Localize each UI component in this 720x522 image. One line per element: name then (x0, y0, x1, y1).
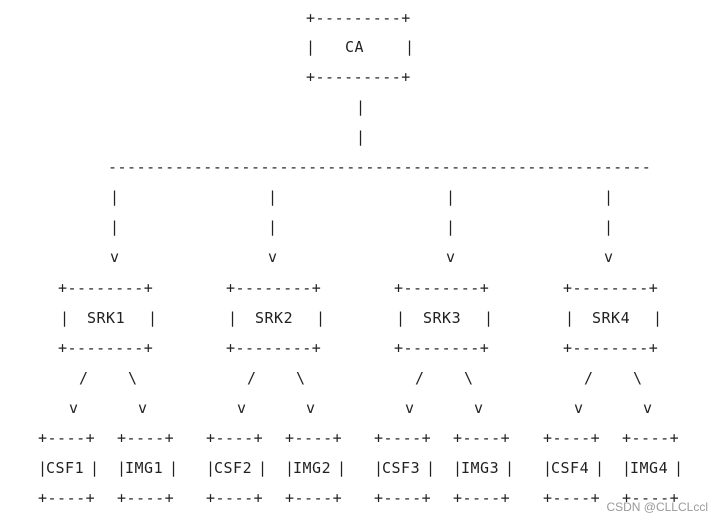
leaf-box-left-edge: | (285, 459, 295, 477)
leaf-box-top: +----+ (622, 429, 680, 447)
leaf-label: IMG2 (293, 459, 332, 477)
srk-box-top: +--------+ (394, 279, 490, 297)
leaf-box-right-edge: | (426, 459, 436, 477)
leaf-box-left-edge: | (453, 459, 463, 477)
leaf-box-right-edge: | (90, 459, 100, 477)
leaf-box-top: +----+ (117, 429, 175, 447)
trunk-connector: | (356, 128, 366, 146)
arrow-head: v (446, 248, 456, 266)
arrow-head: v (237, 399, 247, 417)
leaf-box-left-edge: | (117, 459, 127, 477)
leaf-box-top: +----+ (285, 429, 343, 447)
ca-box-bottom: +---------+ (306, 68, 411, 86)
leaf-box-left-edge: | (206, 459, 216, 477)
leaf-box-bottom: +----+ (543, 489, 601, 507)
ca-label: CA (345, 38, 365, 56)
branch-right: \ (296, 369, 306, 387)
trunk-connector: | (356, 98, 366, 116)
leaf-box-bottom: +----+ (38, 489, 96, 507)
arrow-head: v (138, 399, 148, 417)
srk-box-top: +--------+ (226, 279, 322, 297)
arrow-head: v (474, 399, 484, 417)
leaf-label: IMG1 (125, 459, 164, 477)
leaf-label: IMG3 (461, 459, 500, 477)
arrow-head: v (643, 399, 653, 417)
leaf-box-right-edge: | (595, 459, 605, 477)
arrow-head: v (574, 399, 584, 417)
leaf-box-bottom: +----+ (374, 489, 432, 507)
ca-box-right-edge: | (405, 38, 415, 56)
drop-connector: | (604, 218, 614, 236)
bus-line: ----------------------------------------… (108, 158, 652, 176)
branch-left: / (247, 369, 257, 387)
branch-left: / (584, 369, 594, 387)
leaf-box-bottom: +----+ (622, 489, 680, 507)
srk-label: SRK1 (87, 309, 126, 327)
arrow-head: v (268, 248, 278, 266)
leaf-label: IMG4 (630, 459, 669, 477)
srk-box-right-edge: | (148, 309, 158, 327)
srk-box-left-edge: | (60, 309, 70, 327)
srk-box-left-edge: | (396, 309, 406, 327)
leaf-box-top: +----+ (453, 429, 511, 447)
srk-box-top: +--------+ (563, 279, 659, 297)
ca-box-top: +---------+ (306, 9, 411, 27)
srk-box-bottom: +--------+ (394, 339, 490, 357)
srk-box-right-edge: | (316, 309, 326, 327)
branch-right: \ (633, 369, 643, 387)
drop-connector: | (268, 218, 278, 236)
leaf-label: CSF4 (551, 459, 590, 477)
leaf-box-bottom: +----+ (453, 489, 511, 507)
watermark: CSDN @CLLCLccl (606, 500, 708, 514)
arrow-head: v (405, 399, 415, 417)
leaf-box-top: +----+ (374, 429, 432, 447)
leaf-box-top: +----+ (543, 429, 601, 447)
srk-box-right-edge: | (653, 309, 663, 327)
leaf-box-left-edge: | (543, 459, 553, 477)
branch-left: / (79, 369, 89, 387)
leaf-box-top: +----+ (206, 429, 264, 447)
arrow-head: v (69, 399, 79, 417)
leaf-box-right-edge: | (169, 459, 179, 477)
branch-right: \ (464, 369, 474, 387)
leaf-box-right-edge: | (505, 459, 515, 477)
leaf-label: CSF2 (214, 459, 253, 477)
drop-connector: | (268, 188, 278, 206)
drop-connector: | (604, 188, 614, 206)
arrow-head: v (110, 248, 120, 266)
drop-connector: | (446, 188, 456, 206)
srk-box-left-edge: | (565, 309, 575, 327)
leaf-box-bottom: +----+ (206, 489, 264, 507)
srk-box-bottom: +--------+ (563, 339, 659, 357)
srk-label: SRK3 (423, 309, 462, 327)
leaf-label: CSF3 (382, 459, 421, 477)
ca-box-left-edge: | (306, 38, 316, 56)
srk-box-left-edge: | (228, 309, 238, 327)
leaf-box-left-edge: | (374, 459, 384, 477)
drop-connector: | (110, 218, 120, 236)
leaf-label: CSF1 (46, 459, 85, 477)
leaf-box-right-edge: | (674, 459, 684, 477)
leaf-box-left-edge: | (38, 459, 48, 477)
branch-left: / (415, 369, 425, 387)
arrow-head: v (604, 248, 614, 266)
srk-box-bottom: +--------+ (58, 339, 154, 357)
srk-box-right-edge: | (484, 309, 494, 327)
leaf-box-bottom: +----+ (285, 489, 343, 507)
arrow-head: v (306, 399, 316, 417)
srk-box-top: +--------+ (58, 279, 154, 297)
branch-right: \ (128, 369, 138, 387)
leaf-box-right-edge: | (258, 459, 268, 477)
srk-label: SRK4 (592, 309, 631, 327)
leaf-box-bottom: +----+ (117, 489, 175, 507)
srk-label: SRK2 (255, 309, 294, 327)
drop-connector: | (110, 188, 120, 206)
leaf-box-top: +----+ (38, 429, 96, 447)
leaf-box-left-edge: | (622, 459, 632, 477)
srk-box-bottom: +--------+ (226, 339, 322, 357)
leaf-box-right-edge: | (337, 459, 347, 477)
drop-connector: | (446, 218, 456, 236)
